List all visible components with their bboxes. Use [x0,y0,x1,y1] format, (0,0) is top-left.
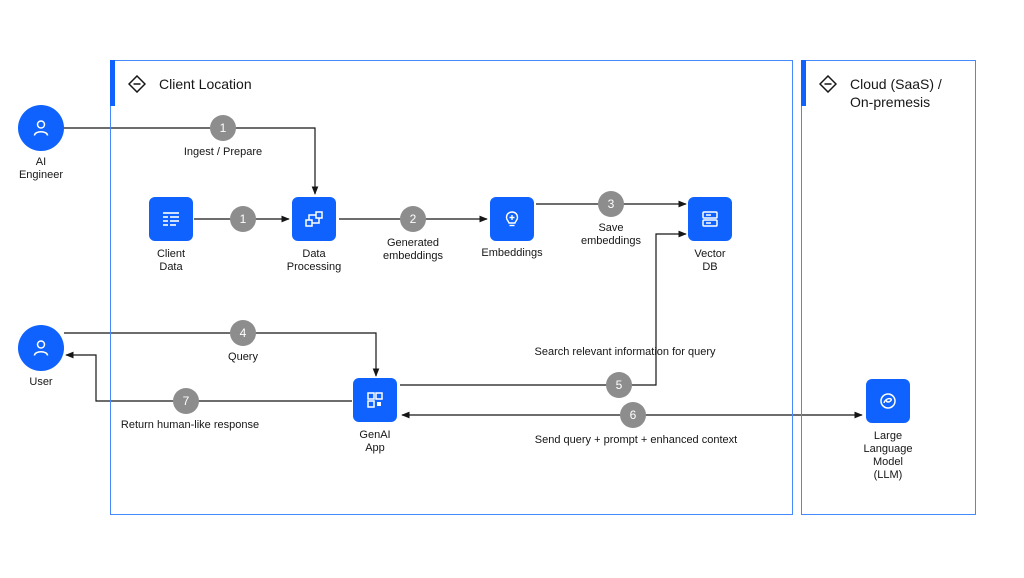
ai-engineer-avatar [18,105,64,151]
step-label-ingest: Ingest / Prepare [183,146,263,158]
label-line: Language [863,443,913,455]
label-line: App [365,442,385,454]
zone-title-line: On-premesis [850,94,931,110]
step-label-generated: Generated embeddings [368,237,458,263]
label-line: Data [302,248,326,260]
step-badge-send: 6 [620,402,646,428]
location-diamond-icon [128,75,146,93]
database-icon [702,211,718,227]
label-line: Save [598,222,624,234]
label-line: Engineer [18,169,64,181]
data-processing-node [292,197,336,241]
label-line: Large [873,430,903,442]
step-label-query: Query [228,351,258,363]
ai-engineer-label: AI Engineer [11,156,71,182]
label-line: AI [35,156,47,168]
user-label: User [29,376,53,388]
user-icon [33,120,49,136]
step-badge-generated: 2 [400,206,426,232]
step-badge-ingest: 1 [210,115,236,141]
user-icon [33,340,49,356]
data-processing-label: Data Processing [274,248,354,274]
step-label-return: Return human-like response [120,419,260,431]
label-line: Vector [694,248,726,260]
cloud-zone: Cloud (SaaS) / On-premesis [800,59,976,515]
step-badge-client-data: 1 [230,206,256,232]
step-badge-return: 7 [173,388,199,414]
genai-app-label: GenAI App [340,429,410,455]
step-badge-query: 4 [230,320,256,346]
zone-title: Cloud (SaaS) / On-premesis [850,75,942,111]
query-connector [64,332,380,377]
vector-db-label: Vector DB [675,248,745,274]
search-connector [400,230,687,386]
data-table-icon [163,212,179,226]
model-swirl-icon [880,393,896,409]
ingest-connector [64,127,319,195]
zone-title: Client Location [159,76,252,92]
zone-accent-bar [109,59,115,106]
step-label-search: Search relevant information for query [534,346,716,358]
llm-node [866,379,910,423]
flow-icon [305,211,323,227]
location-diamond-icon [819,75,837,93]
client-data-label: Client Data [136,248,206,274]
label-line: (LLM) [873,469,903,481]
step-label-send: Send query + prompt + enhanced context [534,434,738,446]
label-line: Client [156,248,186,260]
zone-accent-bar [800,59,806,106]
label-line: Processing [286,261,342,273]
label-line: Generated [387,237,439,249]
label-line: Model [873,456,903,468]
label-line: embeddings [581,235,641,247]
client-data-node [149,197,193,241]
return-connector [65,351,352,402]
lightbulb-icon [505,211,519,227]
label-line: Data [159,261,183,273]
label-line: GenAI [359,429,391,441]
label-line: embeddings [383,250,443,262]
step-badge-save: 3 [598,191,624,217]
user-avatar [18,325,64,371]
label-line: DB [702,261,718,273]
llm-label: Large Language Model (LLM) [848,430,928,482]
genai-app-node [353,378,397,422]
step-badge-search: 5 [606,372,632,398]
zone-title-line: Cloud (SaaS) / [850,76,942,92]
app-grid-icon [367,392,383,408]
step-label-save: Save embeddings [566,222,656,248]
client-location-zone: Client Location [109,59,793,515]
embeddings-node [490,197,534,241]
embeddings-label: Embeddings [481,247,543,259]
vector-db-node [688,197,732,241]
